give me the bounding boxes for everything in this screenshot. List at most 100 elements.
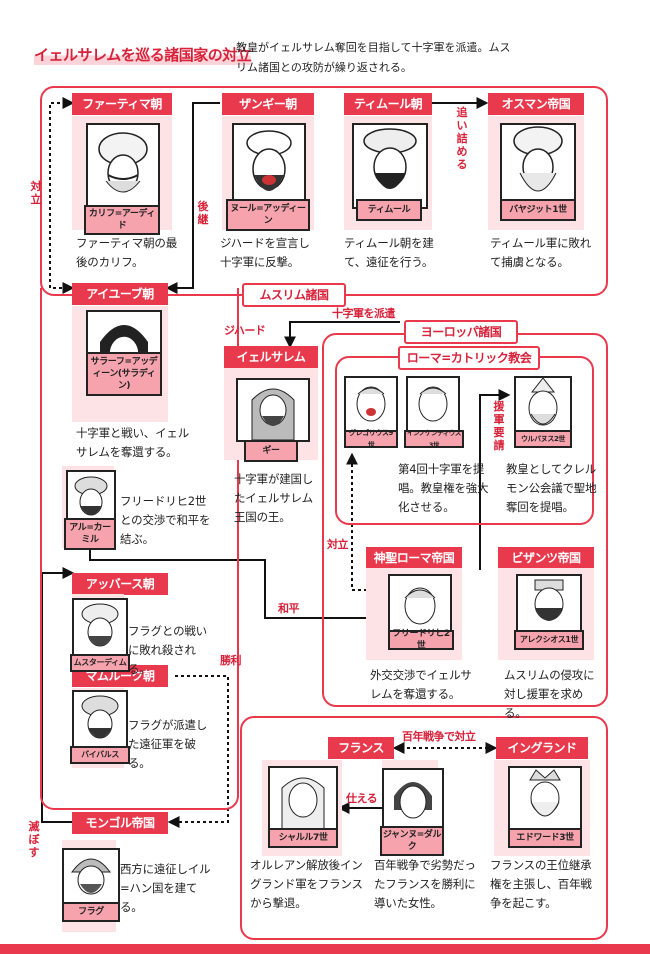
- nameplate-zengid: ヌール=アッディーン: [226, 199, 310, 231]
- tag-serve: 仕える: [346, 792, 378, 805]
- portrait-icon: [356, 386, 386, 422]
- tag-hundred-years: 百年戦争で対立: [402, 730, 476, 743]
- portrait-icon: [251, 388, 295, 440]
- nameplate-ayyubid: サラーフ=アッディーン(サラディン): [86, 352, 162, 396]
- state-fatimid: ファーティマ朝: [72, 93, 172, 115]
- tag-oppose1: 対立: [30, 180, 42, 206]
- desc-mamluk: フラグが派遣した遠征軍を破る。: [128, 718, 208, 770]
- nameplate-ottoman: バヤジット1世: [500, 199, 576, 221]
- portrait-fatimid: [86, 123, 160, 209]
- desc-ayyubid: 十字軍と戦い、イェルサレムを奪還する。: [76, 426, 189, 459]
- nameplate-frederick: フリードリヒ2世: [388, 629, 454, 651]
- nameplate-charles: シャルル7世: [268, 828, 338, 848]
- portrait-icon: [418, 386, 448, 422]
- portrait-icon: [81, 603, 119, 647]
- desc-rome-right: 教皇としてクレルモン公会議で聖地奪回を提唱。: [506, 462, 597, 514]
- desc-byzantine: ムスリムの侵攻に対し援軍を求める。: [504, 668, 595, 720]
- desc-edward: フランスの王位継承権を主張し、百年戦争を起こす。: [490, 858, 592, 910]
- desc-jerusalem: 十字軍が建国したイェルサレム王国の王。: [234, 472, 314, 524]
- state-ottoman: オスマン帝国: [488, 93, 584, 115]
- state-ayyubid: アイユーブ朝: [72, 283, 168, 305]
- intro-text: 教皇がイェルサレム奪回を目指して十字軍を派遣。ムスリム諸国との攻防が繰り返される…: [236, 41, 511, 74]
- portrait-icon: [81, 695, 119, 739]
- nameplate-urban: ウルバヌス2世: [514, 430, 572, 448]
- portrait-icon: [534, 579, 564, 621]
- state-abbasid: アッバース朝: [72, 573, 168, 595]
- state-jerusalem: イェルサレム: [224, 346, 318, 368]
- portrait-frederick: [388, 574, 452, 636]
- nameplate-mongol: フラグ: [62, 902, 120, 922]
- tag-crusade: 十字軍を派遣: [332, 307, 396, 320]
- desc-kamil: フリードリヒ2世との交渉で和平を結ぶ。: [120, 494, 211, 546]
- portrait-icon: [528, 378, 558, 426]
- nameplate-fatimid: カリフ=アーディド: [84, 205, 160, 235]
- portrait-kamil: [66, 470, 116, 524]
- portrait-charles: [268, 766, 338, 832]
- nameplate-mamluk: バイバルス: [70, 746, 130, 764]
- tag-jihad: ジハード: [224, 324, 266, 337]
- state-hre: 神聖ローマ帝国: [366, 547, 462, 569]
- portrait-icon: [281, 777, 325, 830]
- portrait-mongol: [62, 848, 120, 904]
- nameplate-joan: ジャンヌ=ダルク: [380, 826, 444, 856]
- portrait-abbasid: [72, 598, 128, 658]
- tag-victory: 勝利: [220, 654, 242, 667]
- portrait-icon: [404, 587, 436, 625]
- group-rome: ローマ=カトリック教会: [398, 346, 540, 370]
- state-timurid: ティムール朝: [344, 93, 432, 115]
- nameplate-edward: エドワード3世: [508, 828, 582, 848]
- portrait-timurid: [352, 123, 428, 209]
- portrait-joan: [382, 768, 444, 830]
- portrait-icon: [513, 126, 563, 192]
- portrait-icon: [529, 769, 561, 817]
- page-title: イェルサレムを巡る諸国家の対立: [34, 44, 252, 65]
- nameplate-jerusalem: ギー: [244, 440, 298, 462]
- portrait-jerusalem: [236, 378, 310, 442]
- tag-cornered: 追い詰める: [456, 106, 468, 171]
- portrait-ottoman: [500, 123, 576, 209]
- desc-zengid: ジハードを宣言し十字軍に反撃。: [220, 236, 310, 269]
- tag-peace: 和平: [278, 602, 300, 615]
- portrait-mamluk: [72, 690, 128, 750]
- tag-succession: 後継: [197, 200, 209, 226]
- state-zengid: ザンギー朝: [222, 93, 314, 115]
- desc-charles: オルレアン解放後イングランド軍をフランスから撃退。: [250, 858, 363, 910]
- portrait-icon: [394, 782, 432, 819]
- state-byzantine: ビザンツ帝国: [498, 547, 594, 569]
- nameplate-gregory: グレゴリウス9世: [344, 429, 398, 449]
- portrait-icon: [363, 128, 417, 189]
- tag-aid: 援軍要請: [493, 400, 505, 452]
- portrait-icon: [71, 858, 111, 895]
- bottom-europe-panel: [240, 716, 608, 940]
- nameplate-kamil: アル=カーミル: [64, 518, 116, 550]
- desc-timurid: ティムール朝を建て、遠征を行う。: [344, 236, 434, 269]
- portrait-icon: [74, 476, 108, 516]
- group-europe: ヨーロッパ諸国: [404, 320, 518, 344]
- portrait-icon: [98, 132, 148, 193]
- desc-rome-left: 第4回十字軍を提唱。教皇権を強大化させる。: [398, 462, 489, 514]
- state-england: イングランド: [496, 737, 588, 759]
- portrait-zengid: [232, 123, 306, 209]
- state-france: フランス: [328, 737, 394, 759]
- state-mongol: モンゴル帝国: [72, 812, 168, 834]
- nameplate-timurid: ティムール: [356, 199, 422, 221]
- portrait-innocent: [406, 376, 460, 436]
- bottom-bar: [0, 944, 650, 954]
- nameplate-byzantine: アレクシオス1世: [514, 630, 584, 650]
- portrait-edward: [508, 766, 582, 832]
- desc-abbasid: フラグとの戦いに敗れ殺される。: [128, 624, 207, 676]
- portrait-icon: [246, 130, 292, 191]
- nameplate-abbasid: ムスターディム: [70, 654, 130, 672]
- group-muslim: ムスリム諸国: [242, 283, 346, 307]
- desc-fatimid: ファーティマ朝の最後のカリフ。: [76, 236, 178, 269]
- desc-frederick: 外交交渉でイェルサレムを奪還する。: [370, 668, 472, 701]
- tag-oppose2: 対立: [327, 538, 349, 551]
- nameplate-innocent: インノケンティウス3世: [404, 429, 464, 449]
- portrait-urban: [514, 376, 572, 436]
- desc-mongol: 西方に遠征しイル=ハン国を建てる。: [120, 862, 211, 914]
- desc-joan: 百年戦争で劣勢だったフランスを勝利に導いた女性。: [374, 858, 476, 910]
- tag-destroy: 滅ぼす: [28, 820, 40, 859]
- muslim-panel-lower: [40, 288, 239, 810]
- portrait-byzantine: [516, 574, 582, 636]
